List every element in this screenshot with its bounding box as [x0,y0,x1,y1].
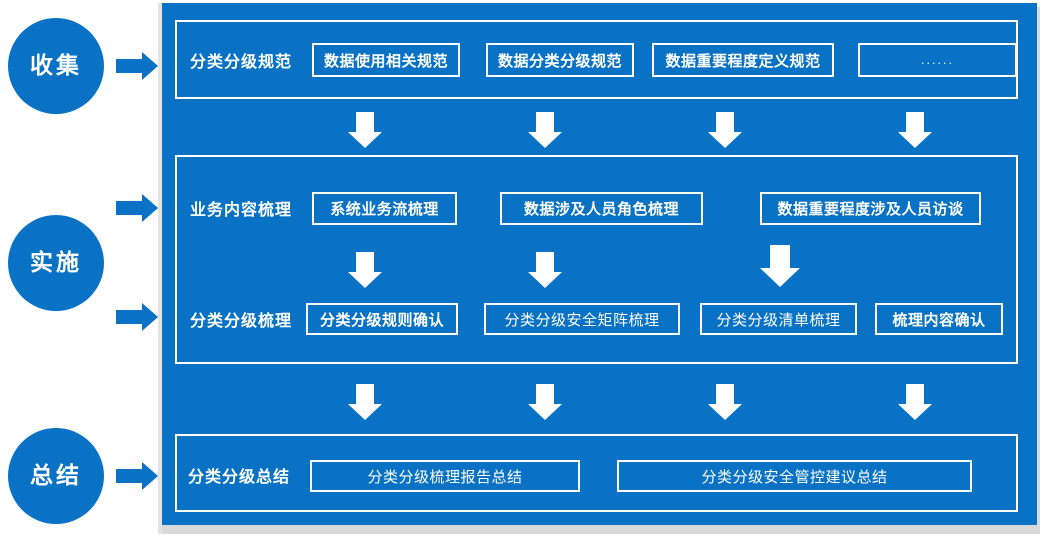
item-box-classification-rule-confirmation[interactable]: 分类分级规则确认 [306,303,458,335]
stage-arrow-implement-row3-icon [116,303,158,331]
row-group-classification-summary [175,434,1018,512]
flow-arrow-down-r2c1-icon [348,252,382,288]
item-box-review-content-confirmation[interactable]: 梳理内容确认 [875,303,1003,335]
item-box-ellipsis[interactable]: ...... [858,43,1017,77]
item-box-classification-security-advice-summary[interactable]: 分类分级安全管控建议总结 [617,460,972,492]
flow-arrow-down-r1c1-icon [348,112,382,148]
item-box-data-classification-spec[interactable]: 数据分类分级规范 [486,43,634,77]
item-box-system-business-flow-review[interactable]: 系统业务流梳理 [312,192,457,225]
flow-arrow-down-r2c2-icon [528,252,562,288]
row-heading-business-content-review: 业务内容梳理 [190,200,293,219]
item-box-data-personnel-role-review[interactable]: 数据涉及人员角色梳理 [500,192,703,225]
item-box-data-usage-spec[interactable]: 数据使用相关规范 [312,43,460,77]
row-heading-classification-summary: 分类分级总结 [188,467,291,486]
row-group-implementation [175,155,1018,364]
slide-left-edge [158,3,162,534]
stage-circle-summary[interactable]: 总结 [8,428,104,524]
stage-label-collect: 收集 [30,52,82,79]
flow-arrow-down-r1c2-icon [528,112,562,148]
stage-arrow-collect-icon [116,52,158,80]
flow-arrow-down-r1c4-icon [898,112,932,148]
stage-label-implement: 实施 [30,249,82,276]
row-heading-classification-spec: 分类分级规范 [190,52,293,71]
flow-arrow-down-r3c3-icon [708,384,742,420]
item-box-data-importance-definition-spec[interactable]: 数据重要程度定义规范 [652,43,834,77]
stage-arrow-implement-row2-icon [116,194,158,222]
item-box-classification-security-matrix-review[interactable]: 分类分级安全矩阵梳理 [484,303,680,335]
item-box-classification-inventory-review[interactable]: 分类分级清单梳理 [700,303,857,335]
flow-arrow-down-r3c4-icon [898,384,932,420]
row-group-classification-spec [175,20,1018,99]
item-box-classification-report-summary[interactable]: 分类分级梳理报告总结 [310,460,580,492]
flow-arrow-down-r3c1-icon [348,384,382,420]
flow-arrow-down-r2c3-icon [760,245,800,287]
row-heading-classification-review: 分类分级梳理 [190,311,293,330]
stage-circle-collect[interactable]: 收集 [8,18,104,114]
flow-arrow-down-r3c2-icon [528,384,562,420]
stage-arrow-summary-icon [116,462,158,490]
flow-arrow-down-r1c3-icon [708,112,742,148]
item-box-data-importance-personnel-interview[interactable]: 数据重要程度涉及人员访谈 [760,192,981,225]
stage-circle-implement[interactable]: 实施 [8,215,104,311]
blue-background-panel [162,3,1037,525]
stage-label-summary: 总结 [30,462,82,489]
